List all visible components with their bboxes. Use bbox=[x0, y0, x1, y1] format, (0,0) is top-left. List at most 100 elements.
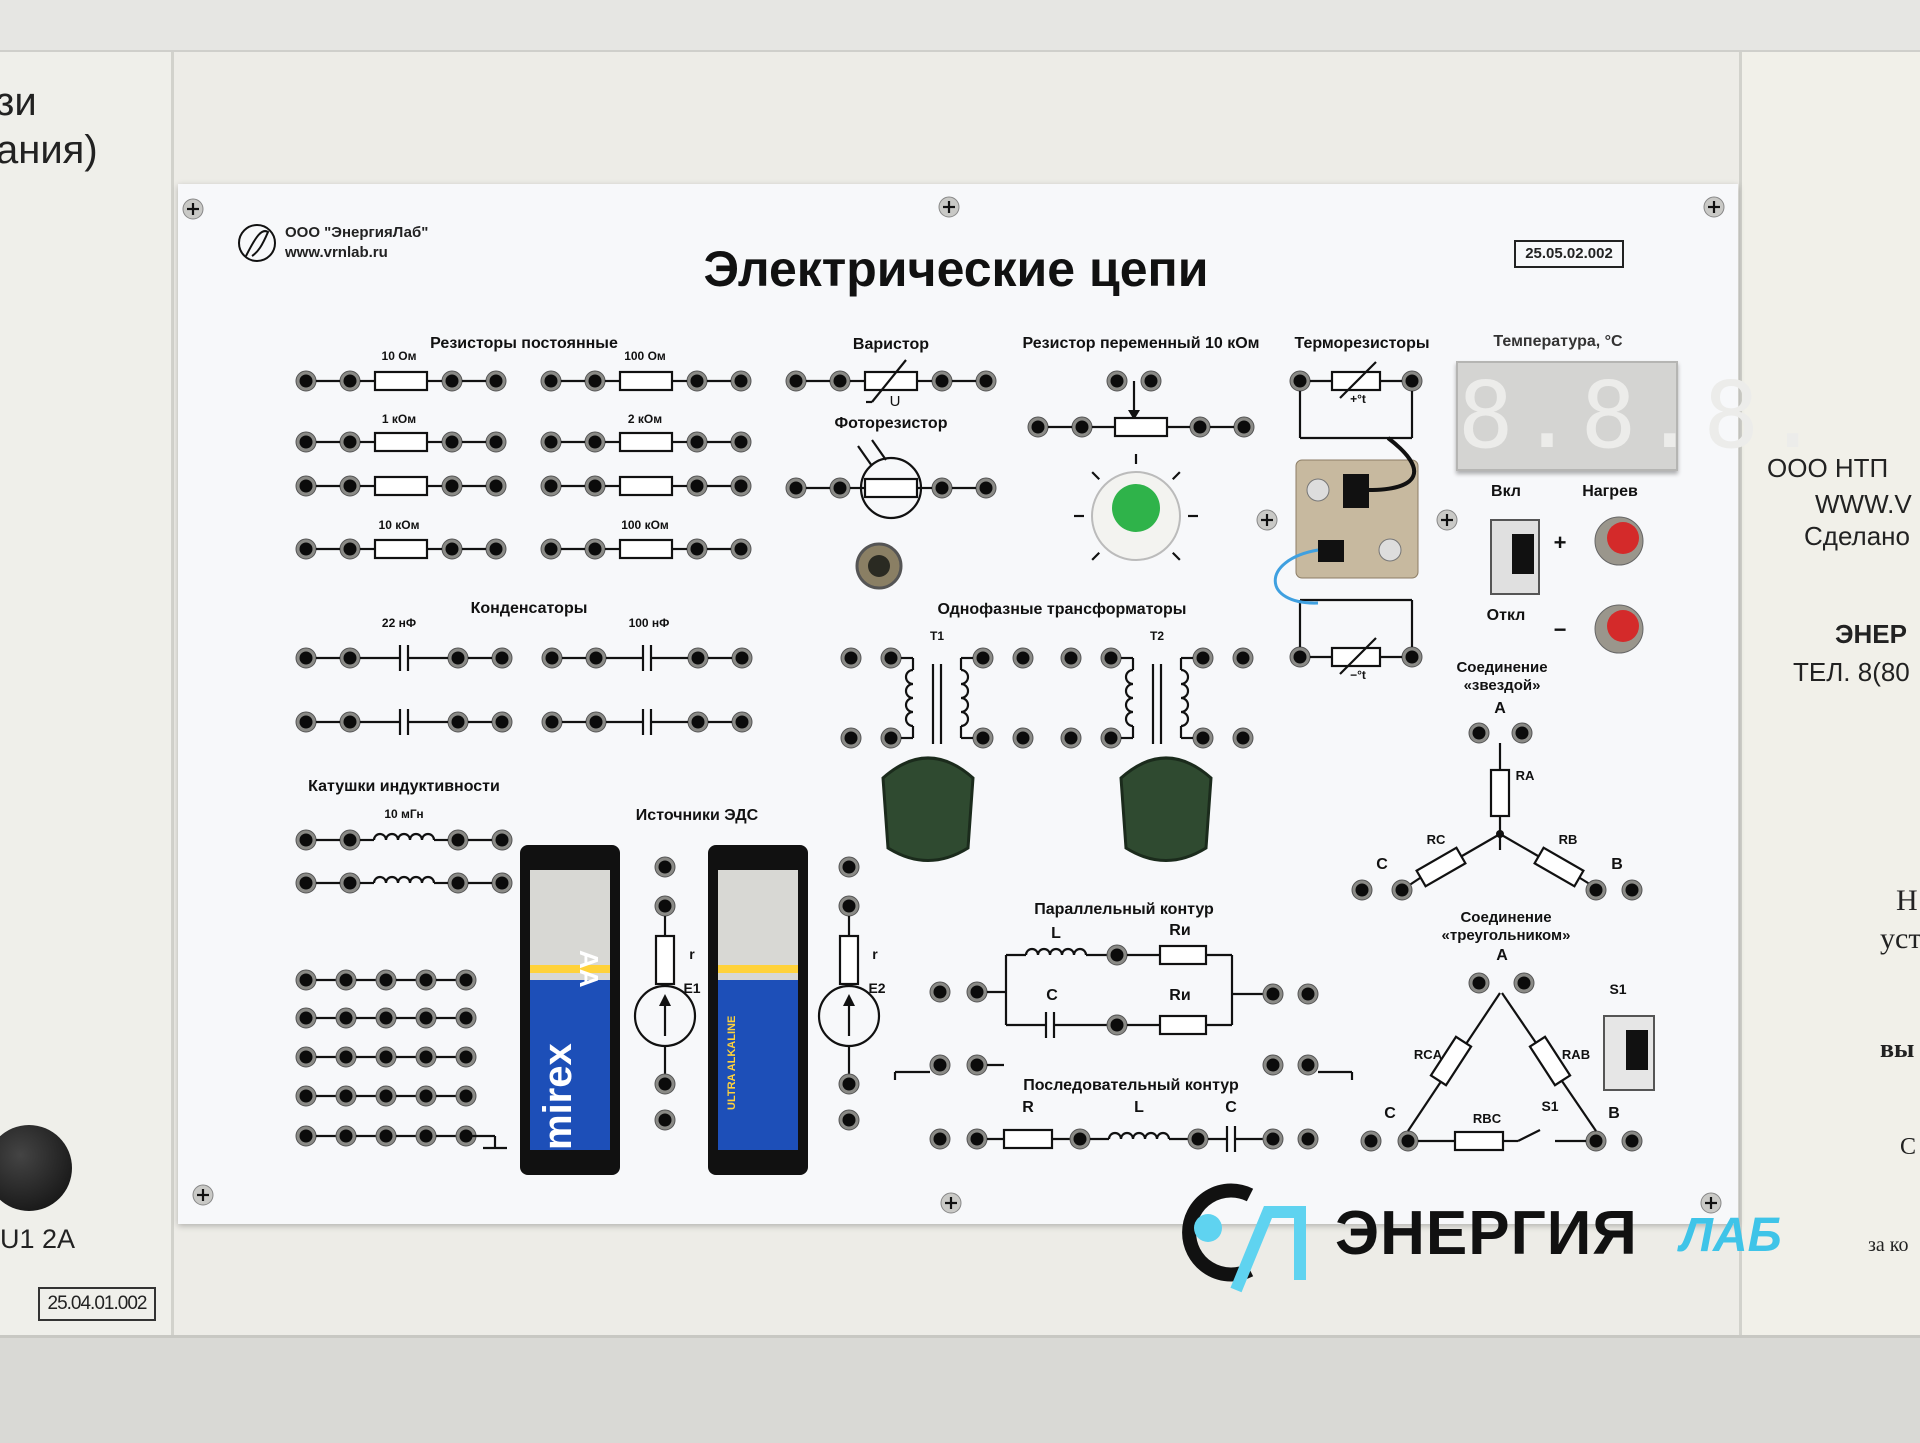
jack-socket[interactable] bbox=[735, 715, 749, 729]
jack-socket[interactable] bbox=[419, 1089, 433, 1103]
jack-socket[interactable] bbox=[1589, 883, 1603, 897]
jack-socket[interactable] bbox=[343, 435, 357, 449]
jack-socket[interactable] bbox=[339, 1011, 353, 1025]
jack-socket[interactable] bbox=[299, 651, 313, 665]
jack-socket[interactable] bbox=[1075, 420, 1089, 434]
jack-socket[interactable] bbox=[379, 1050, 393, 1064]
jack-socket[interactable] bbox=[1064, 651, 1078, 665]
jack-socket[interactable] bbox=[299, 542, 313, 556]
jack-socket[interactable] bbox=[1196, 731, 1210, 745]
jack-socket[interactable] bbox=[544, 374, 558, 388]
heat-plus-button-cap[interactable] bbox=[1607, 522, 1639, 554]
jack-socket[interactable] bbox=[1625, 883, 1639, 897]
jack-socket[interactable] bbox=[343, 479, 357, 493]
jack-socket[interactable] bbox=[451, 876, 465, 890]
jack-socket[interactable] bbox=[299, 1050, 313, 1064]
jack-socket[interactable] bbox=[339, 973, 353, 987]
jack-socket[interactable] bbox=[979, 374, 993, 388]
jack-socket[interactable] bbox=[933, 1132, 947, 1146]
jack-socket[interactable] bbox=[343, 715, 357, 729]
jack-socket[interactable] bbox=[979, 481, 993, 495]
jack-socket[interactable] bbox=[588, 479, 602, 493]
jack-socket[interactable] bbox=[445, 542, 459, 556]
jack-socket[interactable] bbox=[1064, 731, 1078, 745]
jack-socket[interactable] bbox=[1016, 651, 1030, 665]
jack-socket[interactable] bbox=[1472, 976, 1486, 990]
jack-socket[interactable] bbox=[339, 1050, 353, 1064]
switch-s1-lever[interactable] bbox=[1626, 1030, 1648, 1070]
jack-socket[interactable] bbox=[842, 899, 856, 913]
heat-minus-button-cap[interactable] bbox=[1607, 610, 1639, 642]
jack-socket[interactable] bbox=[1515, 726, 1529, 740]
jack-socket[interactable] bbox=[544, 435, 558, 449]
jack-socket[interactable] bbox=[1293, 650, 1307, 664]
jack-socket[interactable] bbox=[544, 479, 558, 493]
jack-socket[interactable] bbox=[976, 731, 990, 745]
jack-socket[interactable] bbox=[1301, 987, 1315, 1001]
jack-socket[interactable] bbox=[299, 876, 313, 890]
potentiometer-knob-cap[interactable] bbox=[1112, 484, 1160, 532]
jack-socket[interactable] bbox=[844, 651, 858, 665]
jack-socket[interactable] bbox=[1191, 1132, 1205, 1146]
jack-socket[interactable] bbox=[690, 542, 704, 556]
jack-socket[interactable] bbox=[1266, 1058, 1280, 1072]
jack-socket[interactable] bbox=[1110, 1018, 1124, 1032]
jack-socket[interactable] bbox=[935, 374, 949, 388]
jack-socket[interactable] bbox=[884, 731, 898, 745]
jack-socket[interactable] bbox=[299, 1011, 313, 1025]
jack-socket[interactable] bbox=[419, 1011, 433, 1025]
jack-socket[interactable] bbox=[451, 833, 465, 847]
jack-socket[interactable] bbox=[379, 1011, 393, 1025]
jack-socket[interactable] bbox=[833, 481, 847, 495]
jack-socket[interactable] bbox=[1104, 731, 1118, 745]
jack-socket[interactable] bbox=[495, 651, 509, 665]
jack-socket[interactable] bbox=[1301, 1058, 1315, 1072]
jack-socket[interactable] bbox=[842, 860, 856, 874]
jack-socket[interactable] bbox=[1355, 883, 1369, 897]
jack-socket[interactable] bbox=[588, 542, 602, 556]
jack-socket[interactable] bbox=[299, 479, 313, 493]
jack-socket[interactable] bbox=[459, 1050, 473, 1064]
jack-socket[interactable] bbox=[1016, 731, 1030, 745]
jack-socket[interactable] bbox=[343, 651, 357, 665]
jack-socket[interactable] bbox=[379, 1089, 393, 1103]
jack-socket[interactable] bbox=[495, 876, 509, 890]
jack-socket[interactable] bbox=[789, 374, 803, 388]
jack-socket[interactable] bbox=[1293, 374, 1307, 388]
jack-socket[interactable] bbox=[690, 374, 704, 388]
jack-socket[interactable] bbox=[1266, 987, 1280, 1001]
jack-socket[interactable] bbox=[970, 985, 984, 999]
transformer-knob[interactable] bbox=[881, 756, 975, 862]
jack-socket[interactable] bbox=[658, 1077, 672, 1091]
jack-socket[interactable] bbox=[588, 374, 602, 388]
jack-socket[interactable] bbox=[445, 479, 459, 493]
jack-socket[interactable] bbox=[1196, 651, 1210, 665]
jack-socket[interactable] bbox=[299, 1129, 313, 1143]
jack-socket[interactable] bbox=[489, 479, 503, 493]
jack-socket[interactable] bbox=[588, 435, 602, 449]
jack-socket[interactable] bbox=[1110, 948, 1124, 962]
jack-socket[interactable] bbox=[1401, 1134, 1415, 1148]
jack-socket[interactable] bbox=[734, 435, 748, 449]
jack-socket[interactable] bbox=[735, 651, 749, 665]
jack-socket[interactable] bbox=[489, 435, 503, 449]
jack-socket[interactable] bbox=[459, 1089, 473, 1103]
jack-socket[interactable] bbox=[379, 1129, 393, 1143]
jack-socket[interactable] bbox=[970, 1058, 984, 1072]
jack-socket[interactable] bbox=[976, 651, 990, 665]
jack-socket[interactable] bbox=[1110, 374, 1124, 388]
jack-socket[interactable] bbox=[495, 715, 509, 729]
jack-socket[interactable] bbox=[734, 374, 748, 388]
jack-socket[interactable] bbox=[884, 651, 898, 665]
jack-socket[interactable] bbox=[1589, 1134, 1603, 1148]
jack-socket[interactable] bbox=[690, 435, 704, 449]
jack-socket[interactable] bbox=[1193, 420, 1207, 434]
jack-socket[interactable] bbox=[299, 833, 313, 847]
jack-socket[interactable] bbox=[1237, 420, 1251, 434]
jack-socket[interactable] bbox=[842, 1113, 856, 1127]
jack-socket[interactable] bbox=[299, 1089, 313, 1103]
jack-socket[interactable] bbox=[339, 1089, 353, 1103]
jack-socket[interactable] bbox=[833, 374, 847, 388]
jack-socket[interactable] bbox=[459, 973, 473, 987]
jack-socket[interactable] bbox=[545, 651, 559, 665]
